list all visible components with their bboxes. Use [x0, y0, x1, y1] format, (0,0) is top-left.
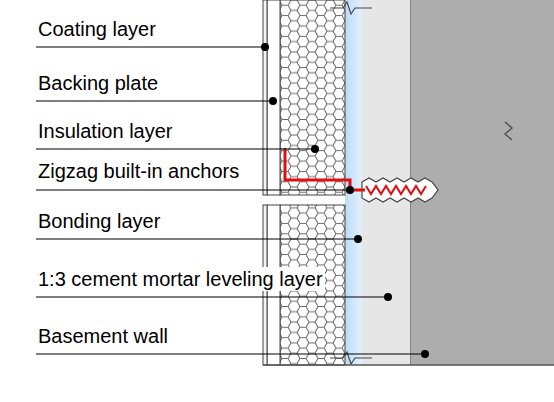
part-label: Coating layer	[36, 17, 158, 41]
leader-line	[36, 238, 358, 239]
part-label: Bonding layer	[36, 209, 162, 233]
leader-line	[36, 148, 315, 149]
part-label: Zigzag built-in anchors	[36, 159, 241, 183]
anchor-thread	[366, 186, 426, 194]
leader-dot	[384, 293, 392, 301]
part-label: 1:3 cement mortar leveling layer	[36, 267, 325, 291]
bonding-layer	[345, 0, 362, 365]
leader-dot	[354, 235, 362, 243]
leader-line	[36, 46, 265, 47]
break-symbol	[505, 122, 512, 140]
leader-line	[36, 100, 273, 101]
anchor-plug	[362, 178, 438, 202]
leader-lines	[36, 43, 429, 358]
backing-plate	[267, 0, 280, 195]
insulation-layer	[280, 0, 345, 195]
leader-dot	[269, 97, 277, 105]
leader-line	[36, 353, 425, 354]
leader-dot	[421, 350, 429, 358]
leader-dot	[346, 186, 354, 194]
coating-layer	[263, 0, 267, 195]
leader-dot	[261, 43, 269, 51]
leader-line	[36, 189, 350, 190]
part-label: Basement wall	[36, 324, 170, 348]
part-label: Insulation layer	[36, 119, 175, 143]
leader-line	[36, 296, 388, 297]
zigzag-anchor	[285, 148, 365, 190]
anchor-plug	[362, 178, 438, 202]
leader-dot	[311, 145, 319, 153]
part-label: Backing plate	[36, 71, 160, 95]
break-symbol	[330, 2, 372, 14]
